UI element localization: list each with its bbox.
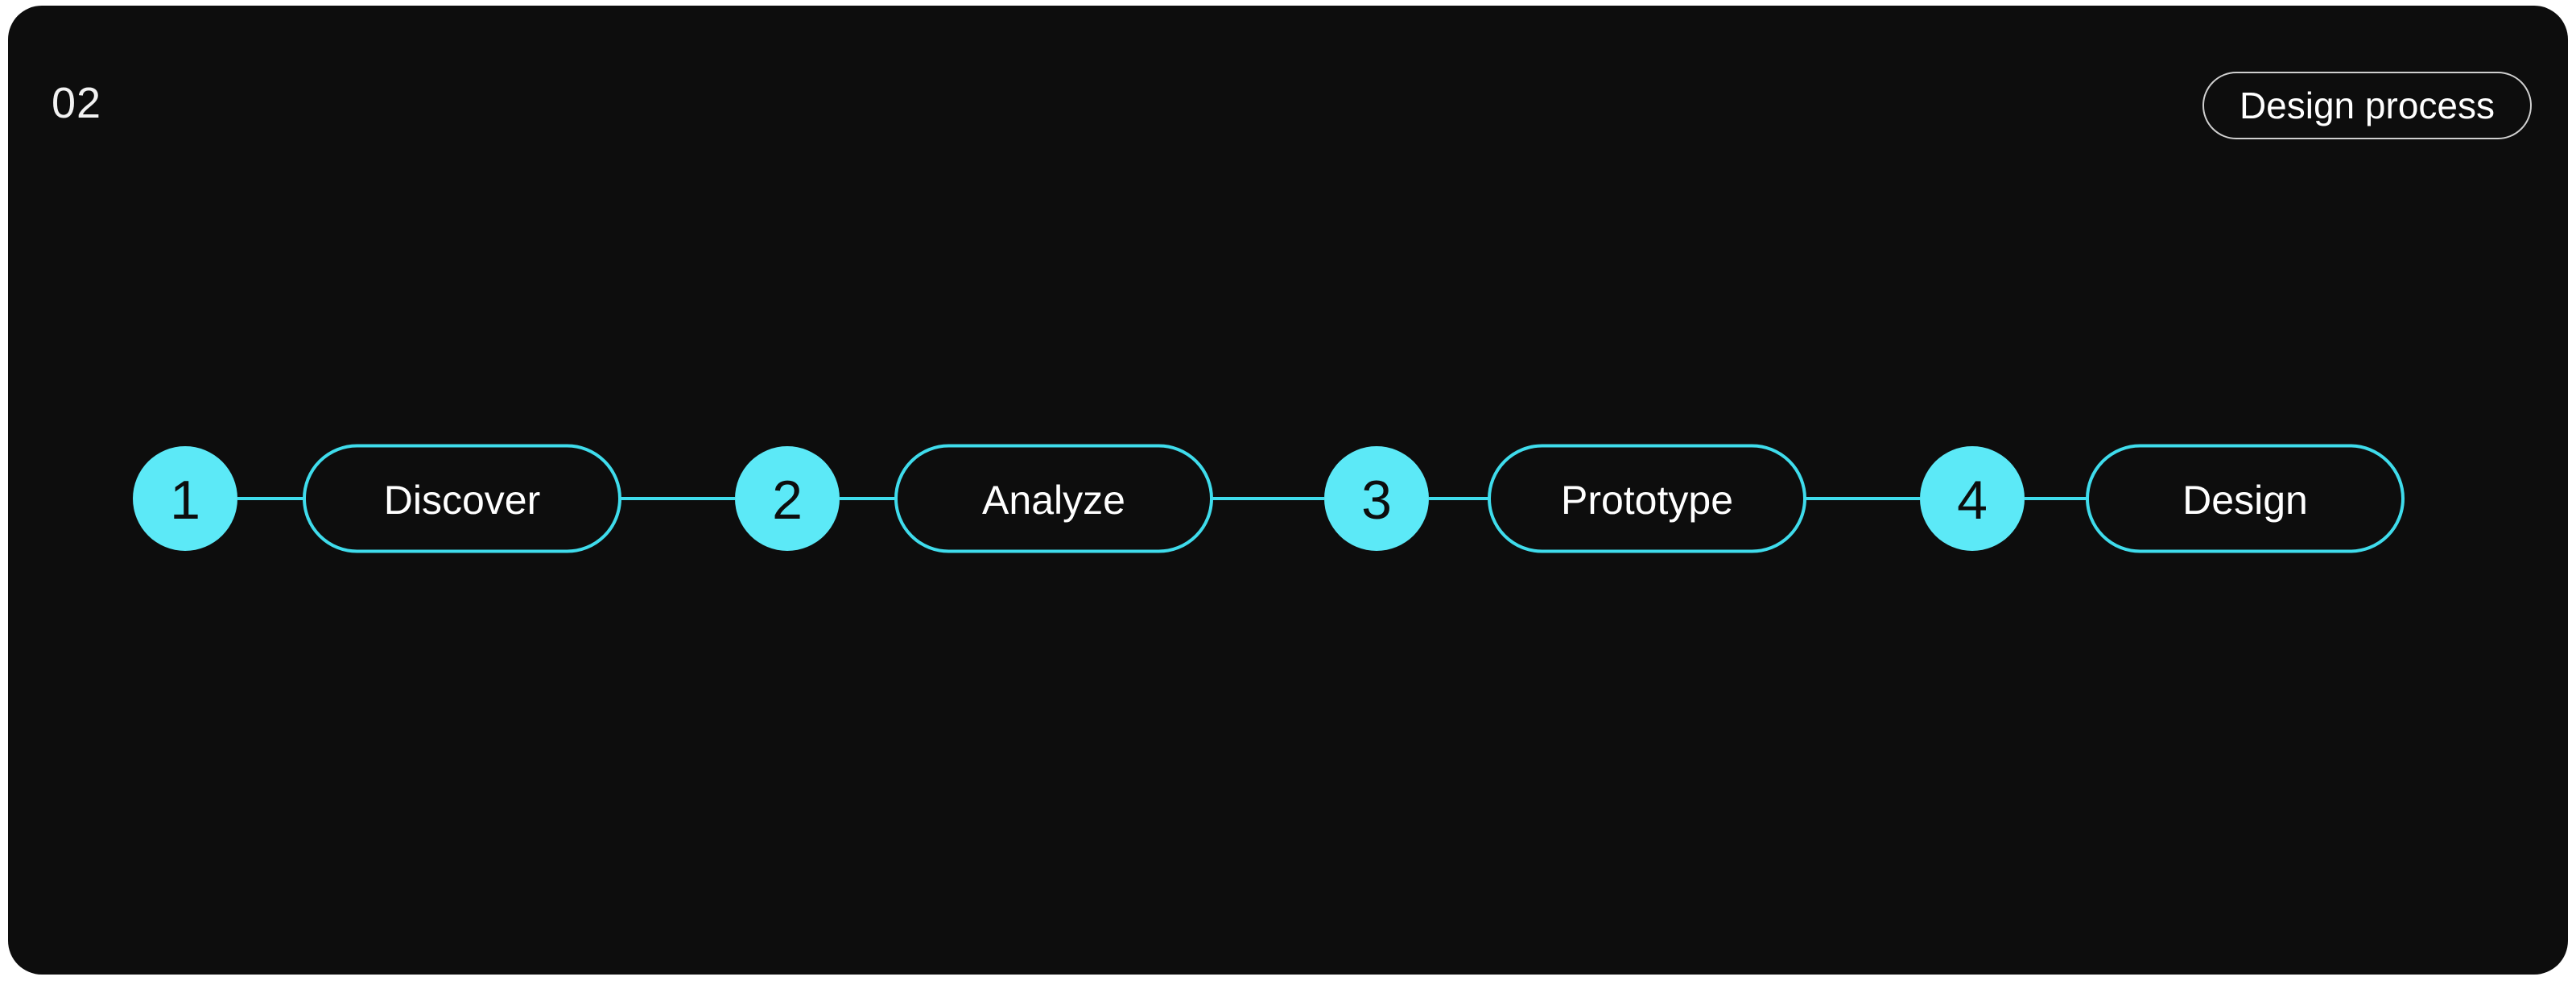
step-chip-label: Design [2182,478,2308,523]
step-chip-label: Prototype [1561,478,1733,523]
flow-nodes: 1 Discover 2 Analyze 3 Prototype 4 Design [133,444,2405,553]
step-number-label: 3 [1361,470,1392,531]
flow-step-1[interactable]: 1 Discover [133,444,621,553]
page-title: 02 [52,79,102,127]
step-number-circle[interactable] [133,446,237,551]
step-chip[interactable] [1488,444,1806,553]
status-badge[interactable]: Design process [2202,72,2532,139]
slide-card: 02 Design process 1 Discover 2 Analyze 3 Prot… [8,6,2568,975]
flow-step-3[interactable]: 3 Prototype [1324,444,1806,553]
step-number-circle[interactable] [1324,446,1429,551]
flow-diagram: 1 Discover 2 Analyze 3 Prototype 4 Design [133,444,2405,553]
step-chip-label: Discover [384,478,540,523]
design-process-flow: 1 Discover 2 Analyze 3 Prototype 4 Design [8,6,2568,975]
step-number-circle[interactable] [1920,446,2025,551]
step-chip[interactable] [894,444,1213,553]
step-number-label: 2 [772,470,803,531]
step-number-label: 4 [1957,470,1988,531]
step-number-circle[interactable] [735,446,840,551]
step-chip[interactable] [303,444,621,553]
flow-step-2[interactable]: 2 Analyze [735,444,1213,553]
step-chip-label: Analyze [982,478,1125,523]
step-chip[interactable] [2086,444,2405,553]
flow-step-4[interactable]: 4 Design [1920,444,2405,553]
step-number-label: 1 [170,470,200,531]
